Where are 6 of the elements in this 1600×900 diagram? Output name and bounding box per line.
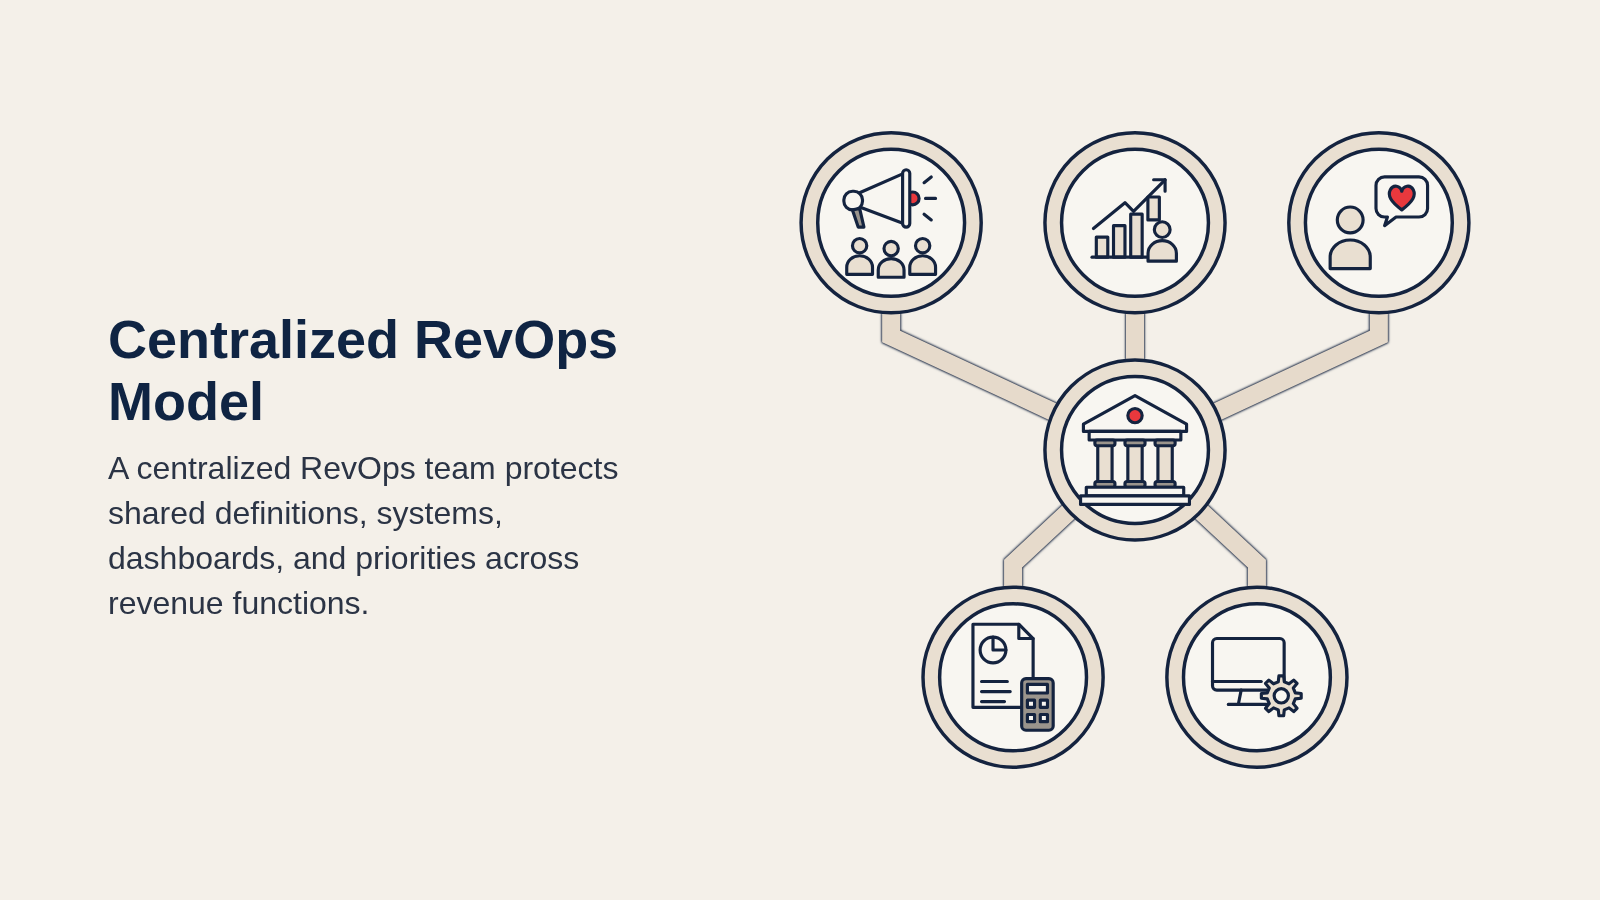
connector-band <box>1126 312 1144 360</box>
connector-band <box>1004 504 1076 588</box>
connector-band <box>1212 312 1388 421</box>
title: Centralized RevOps Model <box>108 308 620 432</box>
caption: A centralized RevOps team protects shared definitions, systems, dashboards, and priorities across revenue functions. <box>108 449 620 623</box>
connector-band <box>1194 504 1266 588</box>
